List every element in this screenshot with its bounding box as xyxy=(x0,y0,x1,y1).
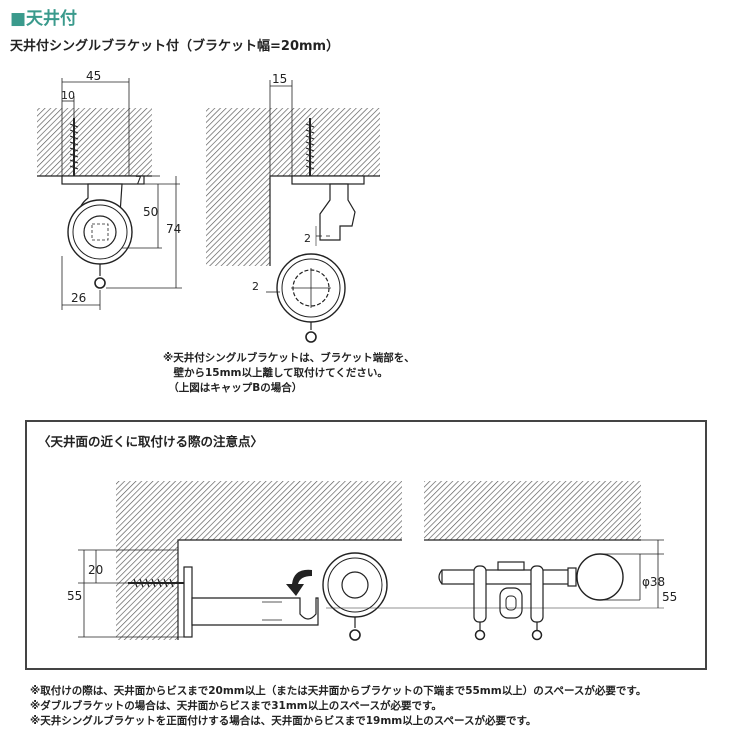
caution-dim-diameter-label: φ38 xyxy=(642,575,665,589)
caution-panel xyxy=(25,420,707,670)
note-line: ※天井付シングルブラケットは、ブラケット端部を、 xyxy=(163,352,415,364)
ceiling-wall-hatch xyxy=(206,108,380,266)
figure1-ceiling-mount: 45 10 7 50 74 26 xyxy=(37,69,182,310)
caution-dim-top-label: 20 xyxy=(88,563,103,577)
note-line: （上図はキャップBの場合） xyxy=(163,382,303,394)
caution-title: 〈天井面の近くに取付ける際の注意点〉 xyxy=(38,434,264,449)
dim-screw-label: 10 xyxy=(61,89,75,102)
caution-ceiling-hatch xyxy=(116,481,402,640)
caution-side-view: 20 55 xyxy=(67,481,402,641)
note-line: 壁から15mm以上離して取付けてください。 xyxy=(163,367,388,379)
section-title: ■天井付 xyxy=(10,9,78,29)
front-ceiling-hatch xyxy=(424,481,641,540)
figure-subtitle: 天井付シングルブラケット付（ブラケット幅=20mm） xyxy=(10,39,340,54)
screw-icon xyxy=(305,118,315,176)
dim-height-label: 50 xyxy=(143,205,158,219)
dim-total-label: 74 xyxy=(166,222,181,236)
caution-dim-left-label: 55 xyxy=(67,589,82,603)
caution-dim-right-label: 55 xyxy=(662,590,677,604)
dim-gap-upper-label: 2 xyxy=(304,232,311,245)
dim-plate-label: 7 xyxy=(135,174,142,187)
bottom-notes: ※取付けの際は、天井面からビスまで20mm以上（または天井面からブラケットの下端… xyxy=(30,684,646,729)
rotate-arrow-icon xyxy=(286,569,312,596)
dim-bottom-label: 26 xyxy=(71,291,86,305)
dim-gap-lower-label: 2 xyxy=(252,280,259,293)
dim-width-label: 45 xyxy=(86,69,101,83)
screw-icon xyxy=(128,578,184,588)
bottom-note-line: ※ダブルブラケットの場合は、天井面からビスまで31mm以上のスペースが必要です。 xyxy=(30,700,442,712)
screw-icon xyxy=(69,118,79,176)
bottom-note-line: ※天井シングルブラケットを正面付けする場合は、天井面からビスまで19mm以上のス… xyxy=(30,715,537,727)
ceiling-hatch xyxy=(37,108,152,176)
dim-offset-label: 15 xyxy=(272,72,287,86)
bottom-note-line: ※取付けの際は、天井面からビスまで20mm以上（または天井面からブラケットの下端… xyxy=(30,685,647,697)
installation-note: ※天井付シングルブラケットは、ブラケット端部を、 壁から15mm以上離して取付け… xyxy=(163,351,415,396)
figure2-wall-corner: 2 2 15 xyxy=(206,72,380,343)
caution-front-view: φ38 55 xyxy=(326,481,677,641)
